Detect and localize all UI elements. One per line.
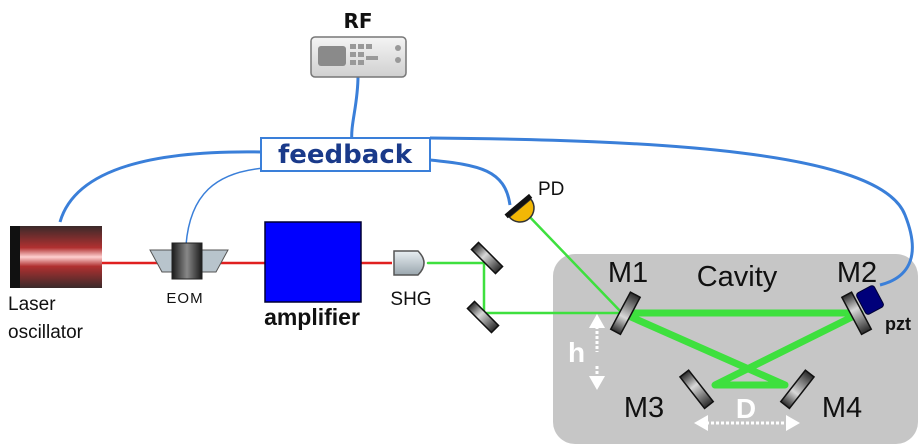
mirror-m1: [609, 291, 642, 336]
cable-feedback-to-pd: [429, 158, 512, 206]
eom-label: EOM: [166, 290, 203, 307]
shg-label: SHG: [390, 289, 431, 310]
feedback-label: feedback: [278, 140, 413, 170]
mirror-m3: [678, 369, 715, 410]
rf-label: RF: [343, 9, 372, 33]
m2-label: M2: [837, 257, 877, 289]
m3-label: M3: [624, 392, 664, 424]
steering-mirror-upper: [470, 241, 504, 275]
amplifier-label: amplifier: [264, 304, 360, 330]
pzt-label: pzt: [885, 314, 911, 334]
rf-generator: [310, 36, 407, 78]
laser-label-line2: oscillator: [8, 322, 84, 343]
cable-rf-to-feedback: [350, 75, 360, 143]
pzt-actuator: [856, 285, 884, 315]
pd-label: PD: [538, 179, 564, 200]
green-beam-path: [426, 210, 864, 389]
reflected-beam-to-pd: [523, 210, 624, 315]
cable-laser-to-feedback: [58, 150, 263, 223]
laser-oscillator: [10, 226, 102, 288]
cavity-label: Cavity: [697, 261, 778, 293]
h-label: h: [568, 337, 585, 368]
laser-label-line1: Laser: [8, 294, 56, 315]
d-dimension-arrow: [694, 415, 800, 431]
mirror-m2: [840, 291, 873, 336]
photodiode: [504, 193, 535, 223]
amplifier-block: [264, 221, 362, 303]
mirror-m4: [779, 369, 816, 410]
cavity-box: [553, 254, 918, 444]
h-dimension-arrow: [589, 314, 605, 390]
m4-label: M4: [822, 392, 862, 424]
shg-crystal: [393, 250, 425, 276]
cable-eom-to-feedback: [185, 167, 266, 246]
steering-mirror-lower: [466, 300, 500, 334]
d-label: D: [736, 393, 756, 424]
cable-feedback-to-pzt: [429, 136, 914, 287]
eom-modulator: [149, 242, 229, 280]
feedback-box: [260, 137, 431, 172]
m1-label: M1: [608, 257, 648, 289]
feedback-cables: [58, 75, 914, 287]
